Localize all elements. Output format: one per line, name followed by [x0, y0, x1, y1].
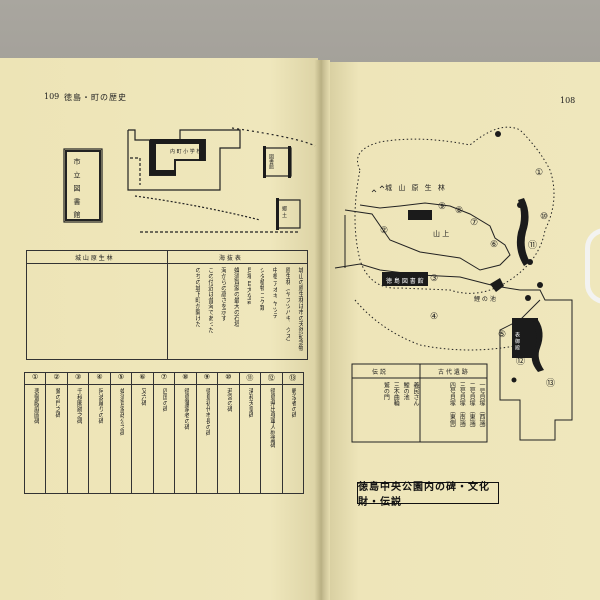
- monument-column: ⑬ 戦没者の碑: [281, 373, 303, 493]
- monument-column: ⑧ 徳島藩家老の碑: [174, 373, 196, 493]
- map-number-marker: ⑦: [470, 218, 479, 228]
- forest-table-cell: 中根 アオキ ヤツデ: [271, 267, 278, 319]
- monument-column: ⑪ 清和天皇碑: [238, 373, 261, 493]
- forest-table-cell: 城山の原生林は市の天然記念物: [297, 267, 303, 351]
- library-outline: [63, 148, 103, 223]
- map-number-marker: ⑪: [528, 241, 538, 251]
- legend-legend-item: 鷲の門: [382, 382, 390, 400]
- forest-table-cell: シダ植物 コケ類: [258, 267, 265, 311]
- local-label: 郷 土: [281, 206, 287, 218]
- legend-legend-item: 三木曲輪: [392, 382, 400, 406]
- monument-name: 蜂須賀家政公之碑: [118, 388, 125, 436]
- forest-table-cell: 貝塚 巨大な岩: [245, 267, 252, 305]
- forest-table-body: 城山の原生林は市の天然記念物原生林（ヤブツバキ、クス） 中根 アオキ ヤツデシダ植…: [31, 267, 303, 355]
- monument-name: 徳島藩家老の碑: [182, 388, 189, 430]
- map-number-marker: ⑬: [546, 379, 556, 389]
- monument-name: 徳島県出身軍人慰霊碑: [268, 388, 275, 448]
- monument-number: ⑩: [218, 373, 239, 385]
- library-building-label: 徳 島 図 書 館: [386, 278, 424, 285]
- monument-number: ⑨: [196, 373, 218, 385]
- legend-row: 四号貝塚 （東側）: [448, 382, 456, 432]
- monument-name: 又六碑: [139, 388, 146, 406]
- monument-name: 徳島初代市長の碑: [204, 388, 211, 436]
- forest-table-cell: 蜂須賀家の最大の石垣: [232, 267, 239, 327]
- left-page-number: 109: [44, 92, 60, 101]
- monument-name: 表御殿庭園碑: [32, 388, 39, 424]
- monument-grid: ⑬ 戦没者の碑 ⑫ 徳島県出身軍人慰霊碑 ⑪ 清和天皇碑 ⑩ 若宮の碑 ⑨ 徳島初代市長の碑 ⑧ 徳島…: [24, 372, 304, 494]
- library-label: 市 立 図 書 館: [73, 158, 81, 220]
- legend-right-cols: 一号貝塚 （西端）二号貝塚 （東端）三号貝塚 （南端）四号貝塚 （東側）: [424, 382, 485, 440]
- monument-number: ⑥: [132, 373, 153, 385]
- forest-table-cell: のちの城下町が開けた: [193, 267, 200, 327]
- monument-number: ⑪: [239, 373, 261, 385]
- right-page: [326, 62, 600, 600]
- map-number-marker: ②: [380, 226, 389, 236]
- monument-column: ③ 千秋閣跡之碑: [66, 373, 89, 493]
- monument-number: ⑤: [110, 373, 132, 385]
- monument-column: ① 表御殿庭園碑: [24, 373, 46, 493]
- map-number-marker: ①: [535, 168, 544, 178]
- monument-column: ⑩ 若宮の碑: [217, 373, 239, 493]
- left-running-head: 徳島・町の歴史: [64, 93, 127, 102]
- monument-column: ⑥ 又六碑: [131, 373, 153, 493]
- legend-row: 三号貝塚 （南端）: [458, 382, 466, 432]
- legend-row: 一号貝塚 （西端）: [478, 382, 485, 432]
- monument-column: ⑫ 徳島県出身軍人慰霊碑: [260, 373, 282, 493]
- legend-legend-item: 義民さん: [412, 382, 419, 406]
- map-number-marker: ⑧: [455, 206, 464, 216]
- right-page-number: 108: [560, 96, 576, 105]
- monument-number: ⑦: [153, 373, 175, 385]
- monument-column: ② 鷲の門之碑: [45, 373, 67, 493]
- monument-column: ④ 阿波踊りの碑: [88, 373, 110, 493]
- monument-name: 戦没者の碑: [290, 388, 297, 418]
- pond-label: 鯉 の 池: [474, 296, 496, 303]
- kiosk-label: 図書館: [268, 154, 274, 169]
- forest-table-header-2: 海 抜 表: [219, 255, 241, 262]
- map-number-marker: ⑨: [438, 202, 447, 212]
- monument-number: ⑬: [282, 373, 303, 385]
- map-number-marker: ⑩: [540, 212, 549, 222]
- map-caption-text: 徳島中央公園内の碑・文化財・伝説: [358, 482, 490, 508]
- page-clip: [585, 228, 600, 304]
- map-number-marker: ④: [430, 312, 439, 322]
- monument-column: ⑤ 蜂須賀家政公之碑: [109, 373, 132, 493]
- monument-column: ⑦ 四国の碑: [152, 373, 175, 493]
- map-caption: 徳島中央公園内の碑・文化財・伝説: [357, 482, 499, 508]
- school-label: 内 町 小 学 校: [170, 149, 202, 155]
- map-number-marker: ⑥: [490, 240, 499, 250]
- monument-name: 鷲の門之碑: [54, 388, 61, 418]
- monument-number: ③: [67, 373, 89, 385]
- monument-column: ⑨ 徳島初代市長の碑: [195, 373, 218, 493]
- monument-name: 若宮の碑: [225, 388, 232, 412]
- map-number-marker: ⑫: [516, 357, 526, 367]
- monument-number: ④: [89, 373, 110, 385]
- monument-number: ⑫: [261, 373, 282, 385]
- monument-name: 千秋閣跡之碑: [75, 388, 82, 424]
- legend-header-2: 古 代 遺 跡: [438, 369, 468, 376]
- legend-left-cols: 義民さん鯉の池三木曲輪鷲の門: [356, 382, 419, 440]
- legend-header-1: 伝 説: [372, 369, 386, 376]
- monument-name: 阿波踊りの碑: [96, 388, 103, 424]
- forest-label: 城 山 原 生 林: [385, 184, 447, 192]
- forest-table: 城 山 原 生 林 海 抜 表 城山の原生林は市の天然記念物原生林（ヤブツバキ、…: [26, 250, 308, 360]
- monument-number: ⑧: [175, 373, 196, 385]
- garden-label: 表 御 殿: [514, 332, 520, 351]
- forest-table-cell: 海からの高さを示す: [219, 267, 226, 321]
- legend-row: 二号貝塚 （東端）: [468, 382, 476, 432]
- forest-table-cell: 原生林（ヤブツバキ、クス）: [284, 267, 291, 345]
- monument-number: ①: [24, 373, 46, 385]
- map-number-marker: ③: [430, 274, 439, 284]
- forest-table-cell: この付近は昔海であった: [206, 267, 213, 333]
- book-gutter: [314, 60, 330, 600]
- map-number-marker: ⑤: [498, 330, 507, 340]
- monument-number: ②: [46, 373, 67, 385]
- mountain-label: 山 上: [433, 230, 450, 238]
- monument-name: 清和天皇碑: [247, 388, 254, 418]
- forest-table-header-1: 城 山 原 生 林: [75, 255, 113, 262]
- monument-name: 四国の碑: [161, 388, 168, 412]
- legend-legend-item: 鯉の池: [402, 382, 410, 400]
